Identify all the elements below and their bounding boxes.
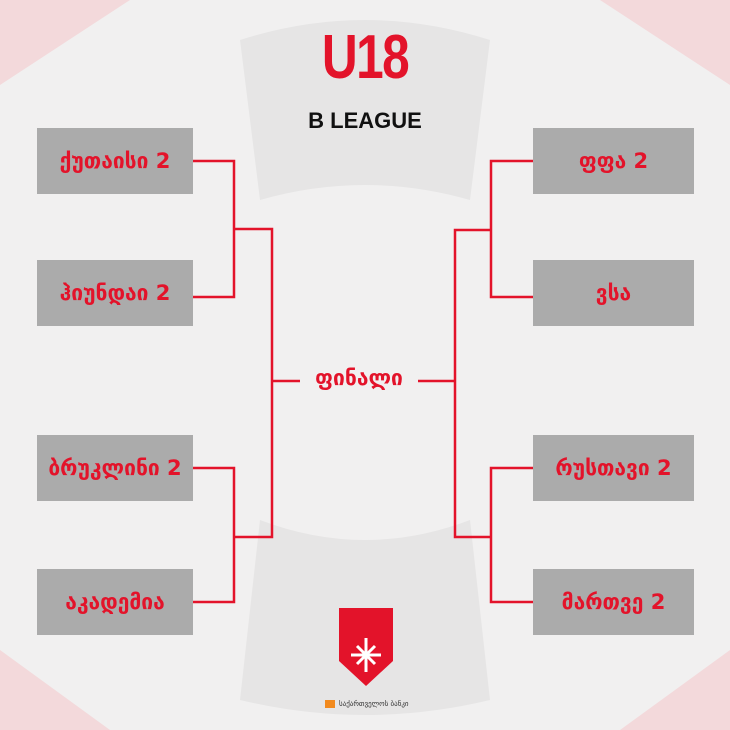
team-box-left-1: ქუთაისი 2 bbox=[37, 128, 193, 194]
federation-logo bbox=[339, 608, 393, 686]
sponsor: საქართველოს ბანკი bbox=[325, 700, 409, 708]
team-box-right-3: რუსთავი 2 bbox=[533, 435, 694, 501]
team-box-right-1: ფფა 2 bbox=[533, 128, 694, 194]
bank-logo-icon bbox=[325, 700, 335, 708]
final-label: ფინალი bbox=[315, 366, 403, 390]
page-subtitle: B LEAGUE bbox=[308, 108, 422, 133]
team-box-left-3: ბრუკლინი 2 bbox=[37, 435, 193, 501]
team-box-left-2: ჰიუნდაი 2 bbox=[37, 260, 193, 326]
team-box-right-4: მართვე 2 bbox=[533, 569, 694, 635]
team-box-right-2: ვსა bbox=[533, 260, 694, 326]
page-title: U18 bbox=[321, 23, 410, 92]
sponsor-name: საქართველოს ბანკი bbox=[339, 700, 409, 708]
bracket-lines bbox=[193, 159, 533, 604]
team-box-left-4: აკადემია bbox=[37, 569, 193, 635]
